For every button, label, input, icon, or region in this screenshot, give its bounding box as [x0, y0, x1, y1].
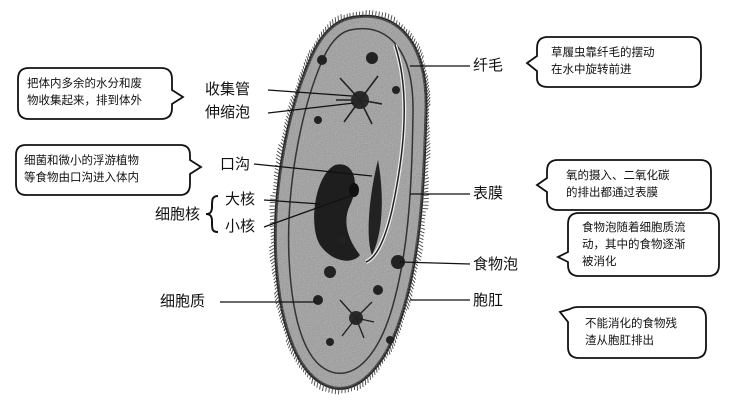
micronucleus	[349, 183, 359, 197]
callout-collecting	[17, 67, 185, 120]
note-food: 食物泡随着细胞质流动，其中的食物逐渐被消化	[582, 220, 686, 268]
label-membrane: 表膜	[473, 184, 504, 202]
contractile-vacuole-top	[336, 75, 383, 125]
label-anal-pore: 胞肛	[473, 291, 504, 309]
label-macronucleus: 大核	[225, 190, 256, 208]
macronucleus	[314, 164, 360, 261]
label-micronucleus: 小核	[225, 217, 256, 235]
nucleus-brace	[205, 195, 219, 233]
label-nucleus: 细胞核	[155, 205, 201, 223]
note-cilia: 草履虫靠纤毛的摆动在水中旋转前进	[551, 45, 655, 76]
note-membrane: 氧的摄入、二氧化碳的排出都通过表膜	[566, 168, 670, 199]
label-cilia: 纤毛	[473, 56, 504, 74]
food-vacuoles	[313, 52, 405, 346]
label-contractile-vacuole: 伸缩泡	[205, 103, 251, 121]
callout-cilia	[525, 36, 702, 88]
callout-bubbles	[15, 36, 720, 359]
callout-oral	[15, 144, 203, 196]
leader-lines	[220, 65, 471, 303]
note-collecting: 把体内多余的水分和废物收集起来，排到体外	[27, 76, 142, 107]
contractile-vacuole-bottom	[339, 299, 375, 339]
label-collecting-tube: 收集管	[205, 80, 251, 98]
callout-food	[555, 212, 720, 277]
note-anal: 不能消化的食物残渣从胞肛排出	[585, 316, 677, 347]
callout-anal	[558, 306, 707, 359]
label-oral-groove: 口沟	[220, 155, 251, 173]
callout-membrane	[535, 159, 712, 211]
note-oral: 细菌和微小的浮游植物等食物由口沟进入体内	[24, 153, 139, 184]
inner-membrane	[287, 27, 414, 374]
oral-groove-structure	[365, 44, 407, 264]
label-cytoplasm: 细胞质	[160, 292, 206, 310]
cilia-fringe	[268, 10, 431, 395]
label-food-vacuole: 食物泡	[473, 255, 519, 273]
